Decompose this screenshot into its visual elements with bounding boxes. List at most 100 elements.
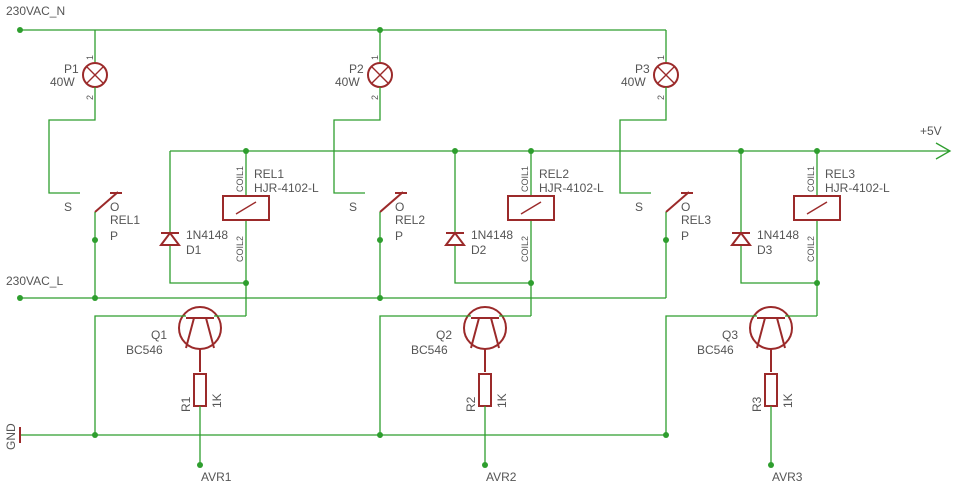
diode-model: 1N4148 (186, 228, 228, 242)
coil-box (793, 195, 841, 221)
relay-model: HJR-4102-L (825, 181, 890, 195)
resistor-body (764, 373, 778, 407)
lamp-value: 40W (621, 75, 646, 89)
lamp-cross (657, 66, 675, 84)
coil-slash (806, 201, 828, 215)
resistor-value: 1K (495, 393, 509, 408)
switch-arm (665, 191, 690, 213)
coil1-label: COIL1 (806, 166, 816, 192)
input-label: AVR1 (201, 470, 232, 484)
input-terminal (482, 462, 488, 468)
transistor-ref: Q2 (436, 328, 452, 342)
transistor-q2: Q2 BC546 (379, 306, 531, 435)
switch-o-label: O (395, 200, 404, 214)
relay-coil-rel3: COIL1 COIL2 REL3 HJR-4102-L (793, 148, 890, 316)
switch-arm (94, 191, 119, 213)
switch-s-label: S (635, 200, 643, 214)
switch-p-label: P (395, 229, 403, 243)
diode-wire (740, 151, 817, 284)
switch-ref: REL2 (395, 213, 425, 227)
resistor-r1: R1 1K AVR1 (179, 373, 232, 484)
diode-d3: 1N4148 D3 (730, 148, 817, 284)
relay-switch-rel3: S O REL3 P (635, 191, 711, 298)
lamp-pin1: 1 (85, 55, 95, 60)
diode-d1: 1N4148 D1 (159, 151, 246, 284)
input-terminal (768, 462, 774, 468)
transistor-model: BC546 (126, 343, 163, 357)
resistor-ref: R1 (179, 396, 193, 412)
resistor-ref: R2 (464, 396, 478, 412)
transistor-emitter-wire (665, 315, 757, 435)
lamp-p1: P1 40W 1 2 (48, 30, 108, 194)
lamp-ref: P1 (64, 62, 79, 76)
resistor-value: 1K (210, 393, 224, 408)
lamp-p3: P3 40W 1 2 (619, 30, 679, 194)
coil-box (222, 195, 270, 221)
coil1-label: COIL1 (235, 166, 245, 192)
lamp-cross (86, 66, 104, 84)
resistor-r2: R2 1K AVR2 (464, 373, 517, 484)
transistor-body (178, 306, 222, 350)
switch-p-label: P (681, 229, 689, 243)
coil2-label: COIL2 (235, 236, 245, 262)
diode-ref: D3 (757, 243, 773, 257)
ground-junction (663, 432, 669, 438)
relay-model: HJR-4102-L (254, 181, 319, 195)
coil1-label: COIL1 (520, 166, 530, 192)
coil-bottom-junction (814, 280, 820, 286)
channel-1: P1 40W 1 2 S O REL1 P 1N4148 D1 (48, 30, 319, 484)
transistor-model: BC546 (697, 343, 734, 357)
relay-ref: REL1 (254, 167, 284, 181)
transistor-emitter-wire (94, 315, 186, 435)
ground-junction (377, 432, 383, 438)
coil2-label: COIL2 (520, 236, 530, 262)
transistor-ref: Q1 (151, 328, 167, 342)
coil-bottom-junction (243, 280, 249, 286)
lamp-pin1: 1 (370, 55, 380, 60)
lamp-pin1: 1 (656, 55, 666, 60)
switch-s-label: S (349, 200, 357, 214)
lamp-cross (371, 66, 389, 84)
lamp-pin2: 2 (85, 95, 95, 100)
neutral-rail-terminal (17, 27, 23, 33)
diode-model: 1N4148 (757, 228, 799, 242)
transistor-model: BC546 (411, 343, 448, 357)
channel-3: P3 40W 1 2 S O REL3 P 1N4148 D3 (619, 30, 890, 484)
relay-ref: REL2 (539, 167, 569, 181)
diode-ref: D1 (186, 243, 202, 257)
resistor-body (193, 373, 207, 407)
diode-d2: 1N4148 D2 (444, 148, 531, 284)
switch-common-junction (92, 237, 98, 243)
transistor-body (463, 306, 507, 350)
relay-switch-rel1: S O REL1 P (64, 191, 140, 298)
lamp-pin2: 2 (370, 95, 380, 100)
coil-slash (520, 201, 542, 215)
switch-s-label: S (64, 200, 72, 214)
supply-arrow (935, 142, 952, 160)
diode-symbol (730, 231, 752, 246)
line-rail-terminal (17, 295, 23, 301)
switch-p-label: P (110, 229, 118, 243)
diode-model: 1N4148 (471, 228, 513, 242)
transistor-leads (756, 317, 786, 372)
coil2-label: COIL2 (806, 236, 816, 262)
lamp-wire-bottom (619, 87, 667, 194)
transistor-emitter-wire (379, 315, 471, 435)
diode-symbol (159, 231, 181, 246)
relay-model: HJR-4102-L (539, 181, 604, 195)
switch-o-label: O (681, 200, 690, 214)
neutral-net-label: 230VAC_N (6, 4, 65, 18)
line-junction (92, 295, 98, 301)
relay-coil-rel2: COIL1 COIL2 REL2 HJR-4102-L (507, 148, 604, 316)
diode-symbol (444, 231, 466, 246)
lamp-ref: P2 (349, 62, 364, 76)
relay-switch-rel2: S O REL2 P (349, 191, 425, 298)
transistor-q1: Q1 BC546 (94, 306, 246, 435)
switch-arm (379, 191, 404, 213)
relay-coil-rel1: COIL1 COIL2 REL1 HJR-4102-L (222, 148, 319, 316)
diode-wire (454, 151, 531, 284)
input-label: AVR2 (486, 470, 517, 484)
coil-box (507, 195, 555, 221)
diode-wire (169, 151, 246, 284)
